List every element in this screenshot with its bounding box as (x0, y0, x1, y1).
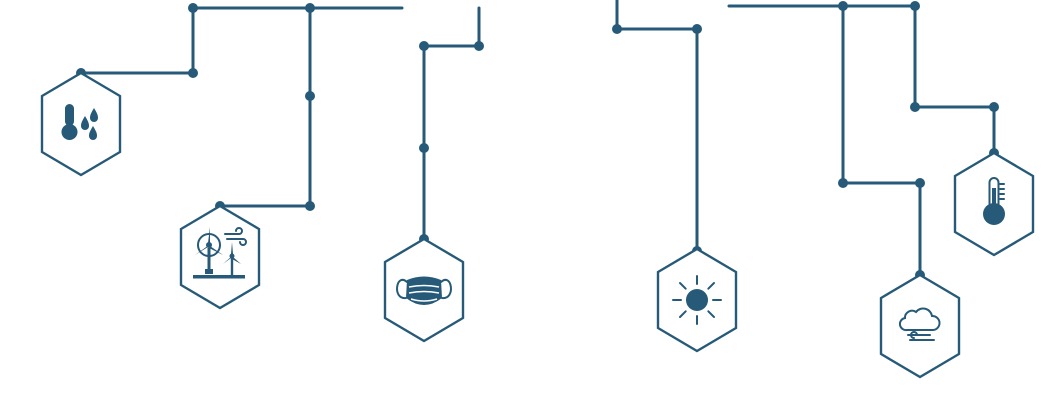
connector-humidity (79, 6, 404, 75)
node-weather (879, 273, 961, 379)
junction-dot (692, 24, 702, 34)
junction-dot (838, 1, 848, 11)
node-wind (179, 204, 261, 310)
node-temperature (953, 151, 1035, 257)
junction-dot (419, 41, 429, 51)
thermometer-icon (983, 177, 1005, 225)
connector-weather (841, 4, 922, 277)
node-sun (656, 247, 738, 353)
connector-temperature (727, 4, 996, 155)
junction-dot (305, 91, 315, 101)
sun-icon (672, 275, 722, 325)
junction-dot (915, 178, 925, 188)
junction-dot (910, 1, 920, 11)
junction-dot (910, 102, 920, 112)
connector-sun (615, 0, 699, 253)
cloud-wind-icon (898, 307, 941, 341)
junction-dot (838, 178, 848, 188)
junction-dot (188, 68, 198, 78)
junction-dot (419, 143, 429, 153)
hexagon-frame (179, 204, 261, 310)
hexagon-frame (879, 273, 961, 379)
hexagon-frame (40, 71, 122, 177)
junction-dot (188, 3, 198, 13)
node-humidity (40, 71, 122, 177)
node-air-quality (383, 237, 465, 343)
junction-dot (474, 41, 484, 51)
junction-dot (305, 3, 315, 13)
junction-dot (612, 24, 622, 34)
connector-wind (218, 6, 312, 208)
face-mask-icon (396, 276, 452, 305)
junction-dot (989, 102, 999, 112)
wind-turbines-icon (193, 227, 247, 279)
thermometer-droplets-icon (61, 104, 98, 140)
junction-dot (305, 201, 315, 211)
connector-air-quality (422, 6, 481, 241)
